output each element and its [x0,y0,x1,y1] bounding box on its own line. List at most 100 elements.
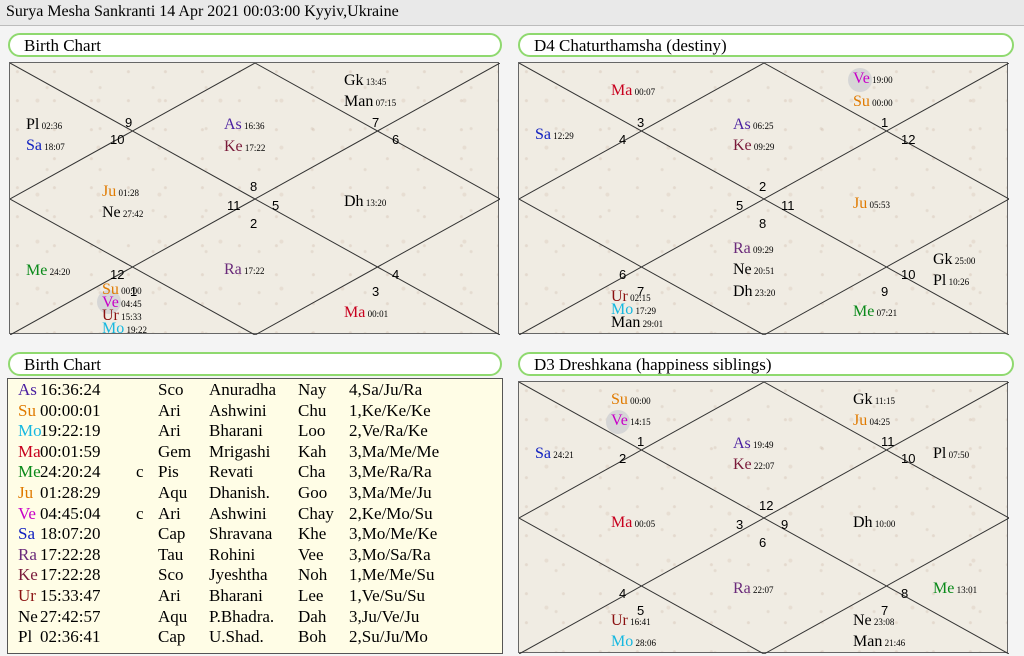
planet-ma[interactable]: Ma 00:07 [611,83,655,100]
planet-ra[interactable]: Ra 09:29 [733,241,774,258]
planet-ve[interactable]: Ve 14:15 [611,413,651,430]
planet-dh[interactable]: Dh 13:20 [344,194,386,211]
planet-as[interactable]: As 06:25 [733,117,774,134]
planet-su[interactable]: Su 00:00 [611,392,651,409]
house-number: 11 [227,198,241,213]
planet-dh[interactable]: Dh 23:20 [733,284,775,301]
chart-divider-line [10,198,256,335]
planet-gk[interactable]: Gk 25:00 [933,252,975,269]
planet-degree: 17:29 [633,306,656,316]
planet-gk[interactable]: Gk 11:15 [853,392,895,409]
cell-syl: Lee [298,586,324,605]
planet-symbol: Ve [611,412,628,429]
planet-symbol: Ma [344,304,366,321]
cell-nak: Anuradha [209,380,277,399]
planet-me[interactable]: Me 13:01 [933,581,977,598]
chart-divider-line [763,517,1009,654]
planet-degree: 06:25 [750,121,774,131]
cell-pada: 1,Me/Me/Su [349,565,435,585]
planet-sa[interactable]: Sa 24:21 [535,446,574,463]
planet-degree: 07:50 [946,450,970,460]
planet-ur[interactable]: Ur 16:41 [611,613,651,630]
planet-ke[interactable]: Ke 22:07 [733,457,774,474]
d3-chart-header[interactable]: D3 Dreshkana (happiness siblings) [518,352,1014,376]
cell-sign: Ari [158,421,181,441]
planet-pl[interactable]: Pl 07:50 [933,446,969,463]
planet-ju[interactable]: Ju 04:25 [853,413,890,430]
cell-pada: 3,Me/Ra/Ra [349,462,432,482]
planet-sa[interactable]: Sa 12:29 [535,127,574,144]
planet-sa[interactable]: Sa 18:07 [26,138,65,155]
planet-ne[interactable]: Ne 20:51 [733,262,774,279]
planet-me[interactable]: Me 24:20 [26,263,70,280]
planet-ma[interactable]: Ma 00:01 [344,305,388,322]
cell-deg: 04:45:04 [40,503,101,523]
planet-ju[interactable]: Ju 05:53 [853,196,890,213]
planet-man[interactable]: Man 29:01 [611,315,663,332]
planet-ra[interactable]: Ra 17:22 [224,262,265,279]
planet-degree: 04:25 [867,417,890,427]
planet-ve[interactable]: Ve 19:00 [853,71,893,88]
planet-mo[interactable]: Mo 17:29 [611,302,656,319]
d4-chart-header[interactable]: D4 Chaturthamsha (destiny) [518,33,1014,57]
planet-ma[interactable]: Ma 00:05 [611,515,655,532]
planet-ve[interactable]: Ve 04:45 [102,295,142,312]
planet-symbol: Ma [611,82,633,99]
planet-man[interactable]: Man 21:46 [853,634,905,651]
planet-gk[interactable]: Gk 13:45 [344,73,386,90]
chart-divider-line [519,198,765,335]
planet-ur[interactable]: Ur 15:33 [102,308,142,325]
planet-mo[interactable]: Mo 19:22 [102,321,147,338]
planet-su[interactable]: Su 00:00 [102,282,142,299]
house-number: 4 [392,267,400,282]
planet-ne[interactable]: Ne 23:08 [853,613,894,630]
planet-me[interactable]: Me 07:21 [853,304,897,321]
planet-degree: 13:01 [954,585,978,595]
planet-pl[interactable]: Pl 10:26 [933,273,969,290]
planet-degree: 22:07 [750,585,774,595]
planet-ju[interactable]: Ju 01:28 [102,184,139,201]
birth-chart-header[interactable]: Birth Chart [8,33,502,57]
planet-as[interactable]: As 16:36 [224,117,265,134]
planet-mo[interactable]: Mo 28:06 [611,634,656,651]
planet-ke[interactable]: Ke 09:29 [733,138,774,155]
planet-ke[interactable]: Ke 17:22 [224,139,265,156]
planet-symbol: Ur [102,307,119,324]
cell-p: Pl [18,627,33,647]
planet-su[interactable]: Su 00:00 [853,94,893,111]
planet-ur[interactable]: Ur 02:15 [611,289,651,306]
planet-dh[interactable]: Dh 10:00 [853,515,895,532]
house-number: 2 [619,451,627,466]
birth-table-header[interactable]: Birth Chart [8,352,502,376]
planet-degree: 17:22 [241,266,265,276]
cell-deg: 02:36:41 [40,627,101,647]
planet-man[interactable]: Man 07:15 [344,94,396,111]
planet-pl[interactable]: Pl 02:36 [26,117,62,134]
planet-symbol: Gk [853,391,873,408]
planet-ne[interactable]: Ne 27:42 [102,205,143,222]
planet-degree: 16:41 [627,617,651,627]
planet-symbol: Sa [535,445,551,462]
planet-ra[interactable]: Ra 22:07 [733,581,774,598]
planet-as[interactable]: As 19:49 [733,436,774,453]
cell-nak: Ashwini [209,400,267,420]
house-number: 7 [372,115,380,130]
cell-deg: 01:28:29 [40,483,101,502]
cell-sign: Tau [158,544,184,564]
